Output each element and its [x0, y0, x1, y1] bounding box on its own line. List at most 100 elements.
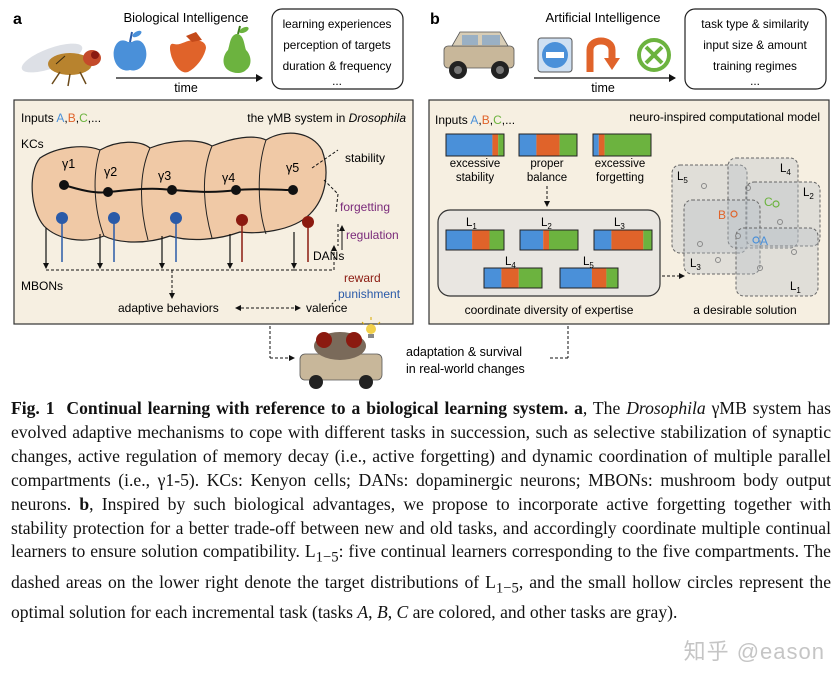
caption-text: , The [582, 398, 627, 418]
panel-a-system-title: the γMB system in Drosophila [247, 111, 406, 125]
reward-label: reward [344, 271, 381, 285]
bar-outline [445, 133, 505, 157]
bar-segment [598, 134, 605, 156]
caption-task: A [357, 602, 369, 623]
bar-segment [611, 230, 644, 250]
bar-label: proper [530, 158, 563, 170]
caption-text-b3: , and the small hollow circles represent… [11, 571, 832, 623]
panel-a-label: a [13, 11, 22, 28]
coordinate-diversity-label: coordinate diversity of expertise [465, 303, 634, 317]
solution-label: L1 [790, 281, 801, 295]
learner-bar [519, 229, 579, 251]
bar-segment [484, 268, 502, 288]
strawberry-icon [170, 32, 206, 73]
balance-bar [445, 133, 505, 157]
svg-text:perception of targets: perception of targets [283, 38, 391, 52]
bar-segment [560, 268, 592, 288]
balance-bar [518, 133, 578, 157]
learner-bar [445, 229, 505, 251]
mbon-arrows [43, 228, 297, 269]
caption-sep: , [387, 602, 397, 623]
forgetting-label: forgetting [340, 200, 390, 214]
bar-segment [489, 230, 504, 250]
panel-b-header-title: Artificial Intelligence [546, 10, 661, 25]
panel-b-time-label: time [591, 81, 615, 95]
panel-b-conditions-lines: task type & similarity input size & amou… [701, 17, 809, 88]
task-label-b: B [718, 208, 726, 222]
bar-label: forgetting [596, 172, 644, 184]
solution-label: L4 [780, 163, 791, 177]
task-label-c: C [764, 195, 773, 209]
stability-label: stability [345, 151, 385, 165]
punishment-label: punishment [338, 287, 401, 301]
bar-segment [643, 230, 652, 250]
apple-icon [113, 30, 147, 71]
task-point-labels: A B C [718, 195, 773, 248]
solution-label: L5 [677, 171, 688, 185]
cancel-icon [637, 38, 671, 72]
svg-text:...: ... [332, 74, 342, 88]
caption-label-b: b [79, 493, 90, 514]
bar-segment [549, 230, 578, 250]
forgetting-leader [323, 179, 339, 195]
dan-pins [56, 212, 314, 262]
bar-segment [501, 268, 519, 288]
bar-segment [536, 134, 560, 156]
fly-car-icon [299, 332, 383, 389]
caption-text-b2: : five continual learners corresponding … [11, 541, 831, 592]
bar-outline [592, 133, 652, 157]
fly-icon [21, 43, 101, 87]
valence-label: valence [306, 301, 348, 315]
svg-text:input size & amount: input size & amount [703, 38, 807, 52]
balance-bars [445, 133, 652, 157]
stability-leader [311, 149, 339, 169]
bar-segment [472, 230, 490, 250]
lightbulb-icon [361, 317, 381, 338]
gamma-nodes [59, 180, 298, 197]
bar-label: excessive [450, 158, 501, 170]
bar-segment [559, 134, 577, 156]
bar-label: balance [527, 172, 567, 184]
bar-segment [543, 230, 549, 250]
bottom-connectors [269, 326, 569, 361]
learner-bar [559, 267, 619, 289]
caption-task: C [396, 602, 409, 623]
gamma-label: γ4 [222, 171, 235, 185]
panel-b-label: b [430, 11, 440, 28]
bar-outline [445, 229, 505, 251]
panel-b-inputs: Inputs A,B,C,... [435, 113, 515, 127]
caption-sub: 1−5 [495, 580, 519, 597]
panel-a-time-label: time [174, 81, 198, 95]
panel-a-header-title: Biological Intelligence [123, 10, 248, 25]
bar-label: excessive [595, 158, 646, 170]
panel-a-inputs: Inputs A,B,C,... [21, 111, 101, 125]
desirable-solution-label: a desirable solution [693, 303, 796, 317]
panel-b-model-title: neuro-inspired computational model [629, 110, 820, 124]
adaptation-line-1: adaptation & survival [406, 345, 522, 359]
solution-label: L3 [690, 258, 701, 272]
adaptation-line-2: in real-world changes [406, 362, 525, 376]
bar-segment [446, 134, 493, 156]
no-entry-icon [537, 37, 573, 73]
learner-label: L3 [614, 217, 625, 231]
learner-bar [483, 267, 543, 289]
kc-lobe [31, 132, 327, 243]
bar-segment [492, 134, 499, 156]
svg-text:learning experiences: learning experiences [283, 17, 392, 31]
kcs-label: KCs [21, 137, 44, 151]
gamma-label: γ1 [62, 157, 75, 171]
caption-sep: , [368, 602, 377, 623]
bar-outline [518, 133, 578, 157]
caption-task: B [376, 602, 388, 623]
svg-text:...: ... [750, 74, 760, 88]
bar-segment [593, 134, 599, 156]
svg-text:training regimes: training regimes [713, 59, 797, 73]
bar-segment [520, 230, 544, 250]
bar-outline [483, 267, 543, 289]
learner-label: L5 [583, 256, 594, 270]
bar-segment [519, 134, 537, 156]
figure-caption: Fig. 1 Continual learning with reference… [11, 397, 831, 625]
svg-text:task type & similarity: task type & similarity [701, 17, 809, 31]
car-icon [443, 31, 515, 79]
balance-bar [592, 133, 652, 157]
